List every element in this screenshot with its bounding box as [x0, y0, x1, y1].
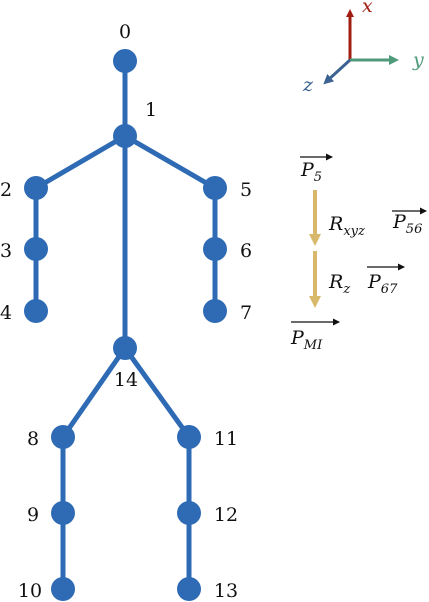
vector-p56-sub: 56 — [406, 222, 423, 237]
rotation-rxyz-sub: xyz — [343, 224, 365, 239]
rotation-rxyz-base: R — [328, 213, 343, 235]
vector-pmi: PMI — [290, 327, 323, 353]
vector-p56: P56 — [392, 211, 422, 237]
vector-p5-sub: 5 — [314, 170, 322, 185]
joint-label-3: 3 — [0, 240, 12, 262]
bone-14-11 — [122, 345, 192, 440]
joint-7 — [203, 299, 227, 323]
transform-flow: P5 Rxyz P56 Rz P67 PMI — [290, 153, 427, 353]
rotation-rz-base: R — [328, 271, 343, 293]
rotation-rz: Rz — [328, 271, 350, 297]
z-axis-arrow — [323, 58, 352, 85]
joint-4 — [24, 299, 48, 323]
vector-pmi-sub: MI — [303, 338, 323, 353]
joint-6 — [203, 237, 227, 261]
bone-14-8 — [60, 345, 128, 440]
joint-1 — [113, 124, 137, 148]
joint-0 — [113, 49, 137, 73]
joint-11 — [177, 425, 201, 449]
joint-label-1: 1 — [145, 99, 157, 121]
joint-5 — [203, 176, 227, 200]
bone-1-2 — [33, 133, 128, 191]
joint-label-14: 14 — [114, 369, 138, 391]
vector-p5: P5 — [300, 159, 322, 185]
joint-14 — [113, 336, 137, 360]
joint-label-11: 11 — [214, 428, 238, 450]
skeleton-joints — [24, 49, 227, 601]
joint-label-10: 10 — [18, 580, 42, 602]
rotation-rxyz: Rxyz — [328, 213, 365, 239]
vector-p67-sub: 67 — [381, 282, 398, 297]
vector-p56-base: P — [392, 211, 407, 233]
vector-p67: P67 — [367, 271, 398, 297]
joint-3 — [24, 237, 48, 261]
joint-9 — [51, 501, 75, 525]
coordinate-axes: x y z — [302, 0, 424, 96]
joint-label-12: 12 — [214, 504, 238, 526]
joint-label-9: 9 — [27, 504, 39, 526]
vector-p5-base: P — [300, 159, 315, 181]
z-axis-label: z — [302, 74, 314, 96]
joint-8 — [51, 425, 75, 449]
joint-label-2: 2 — [0, 179, 12, 201]
x-axis-label: x — [362, 0, 373, 17]
rotation-rz-sub: z — [342, 282, 350, 297]
joint-label-4: 4 — [0, 302, 12, 324]
joint-label-13: 13 — [214, 580, 238, 602]
joint-label-5: 5 — [240, 179, 252, 201]
vector-p67-base: P — [367, 271, 382, 293]
joint-13 — [177, 577, 201, 601]
bone-1-5 — [122, 133, 218, 191]
vector-pmi-base: P — [290, 327, 305, 349]
joint-label-0: 0 — [119, 21, 131, 43]
joint-10 — [51, 577, 75, 601]
joint-12 — [177, 501, 201, 525]
joint-label-6: 6 — [240, 240, 252, 262]
joint-2 — [24, 176, 48, 200]
joint-label-8: 8 — [27, 428, 39, 450]
joint-label-7: 7 — [240, 302, 252, 324]
y-axis-label: y — [412, 49, 424, 71]
